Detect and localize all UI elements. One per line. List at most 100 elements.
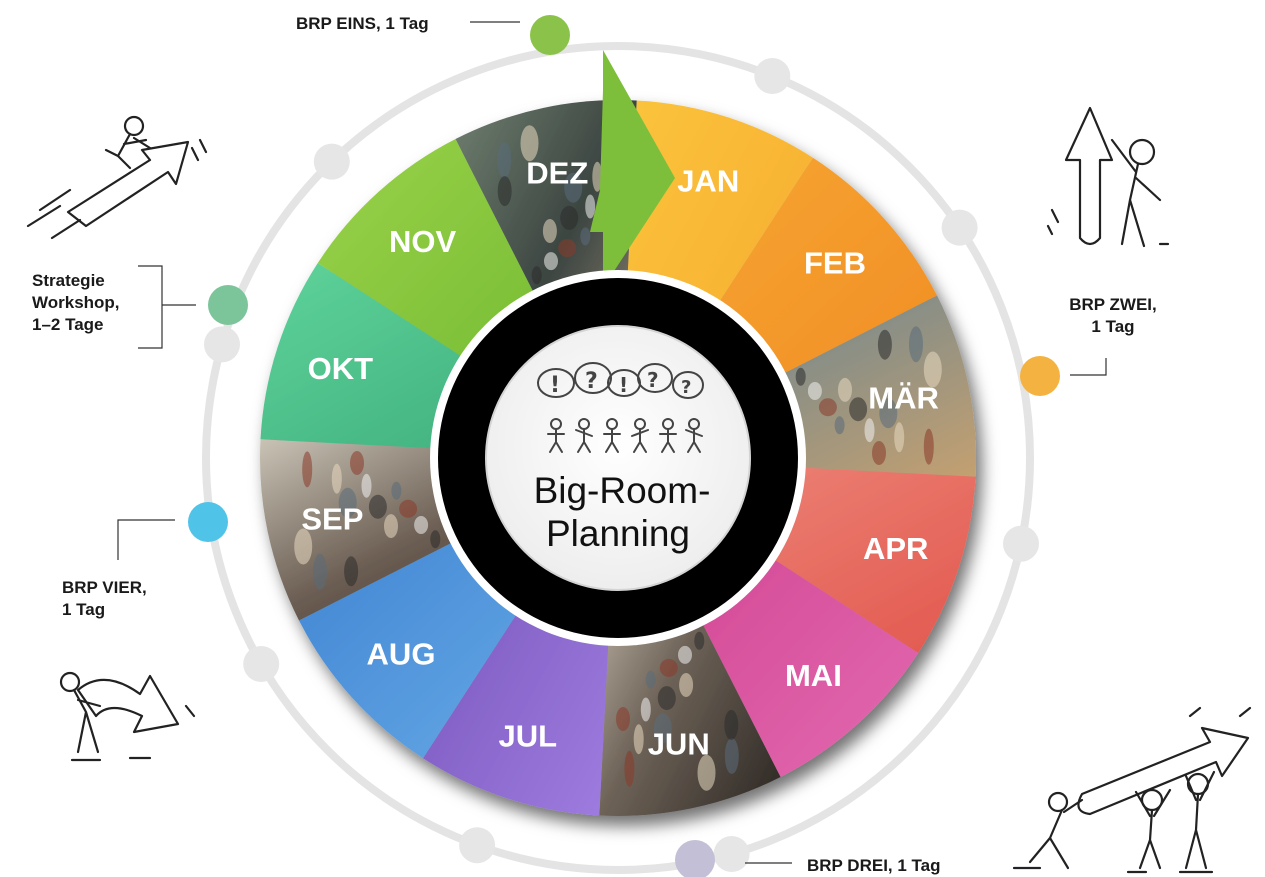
photo-figure xyxy=(368,494,387,519)
center-title-line1: Big-Room- xyxy=(534,470,711,511)
month-label-okt: OKT xyxy=(308,351,374,386)
person-holding-arrow-icon xyxy=(1046,106,1170,248)
photo-figure xyxy=(294,528,313,565)
start-arrow-icon xyxy=(590,50,675,288)
leader-line-zwei xyxy=(1070,358,1107,376)
month-label-jul: JUL xyxy=(499,719,558,754)
photo-figure xyxy=(879,398,898,429)
ring-marker xyxy=(1003,525,1039,562)
photo-figure xyxy=(564,172,583,203)
photo-figure xyxy=(894,422,905,453)
photo-figure xyxy=(657,686,676,711)
month-label-jun: JUN xyxy=(648,727,710,762)
center-title-line2: Planning xyxy=(546,513,690,554)
ring-marker xyxy=(754,58,791,94)
photo-figure xyxy=(580,227,591,246)
photo-figure xyxy=(834,416,845,435)
ring-marker xyxy=(941,209,978,246)
photo-figure xyxy=(697,754,716,791)
event-label-zwei: BRP ZWEI,1 Tag xyxy=(1069,295,1157,336)
photo-figure xyxy=(391,481,402,500)
event-dot-eins xyxy=(530,15,570,55)
month-label-aug: AUG xyxy=(367,636,436,671)
photo-figure xyxy=(679,673,694,697)
event-label-vier: BRP VIER,1 Tag xyxy=(62,578,147,619)
svg-text:?: ? xyxy=(681,377,691,398)
photo-figure xyxy=(414,516,429,534)
event-dot-drei xyxy=(675,840,715,877)
photo-figure xyxy=(724,709,739,740)
leader-bracket-strategie xyxy=(138,265,163,349)
month-label-dez: DEZ xyxy=(526,155,588,190)
event-label-eins: BRP EINS, 1 Tag xyxy=(296,14,429,33)
month-labels: JAN FEB MÄR APR MAI JUN JUL AUG SEP OKT NOV DEZ xyxy=(301,155,939,761)
photo-figure xyxy=(872,441,886,465)
event-dot-vier xyxy=(188,502,228,542)
photo-figure xyxy=(344,556,359,587)
photo-figure xyxy=(302,451,313,488)
photo-figure xyxy=(818,398,837,417)
ring-marker xyxy=(713,836,750,872)
photo-figure xyxy=(338,487,357,518)
month-label-sep: SEP xyxy=(301,502,363,537)
month-label-feb: FEB xyxy=(804,246,866,281)
photo-figure xyxy=(531,266,542,285)
outer-ring xyxy=(202,42,1034,874)
ring-marker xyxy=(243,646,280,682)
photo-figure xyxy=(795,367,806,386)
photo-figure xyxy=(430,530,441,549)
svg-text:!: ! xyxy=(550,373,560,398)
photo-figure xyxy=(361,473,372,498)
photo-figure xyxy=(659,658,678,677)
photo-figure xyxy=(838,377,852,402)
photo-figure xyxy=(313,553,327,590)
person-pushing-arrow-icon xyxy=(59,671,196,762)
photo-textures xyxy=(294,125,942,791)
month-label-nov: NOV xyxy=(389,224,457,259)
photo-figure xyxy=(640,697,651,722)
month-label-mai: MAI xyxy=(785,658,842,693)
photo-figure xyxy=(592,161,603,192)
photo-figure xyxy=(864,418,875,443)
event-label-drei: BRP DREI, 1 Tag xyxy=(807,856,941,875)
month-label-jan: JAN xyxy=(677,163,739,198)
photo-figure xyxy=(807,382,822,400)
photo-figure xyxy=(633,724,644,755)
photo-figure xyxy=(542,219,557,243)
svg-text:?: ? xyxy=(585,369,598,394)
photo-figure xyxy=(497,142,512,178)
photo-figure xyxy=(585,194,596,219)
photo-figure xyxy=(616,707,630,731)
photo-figure xyxy=(724,738,739,774)
photo-figure xyxy=(558,239,577,258)
event-dot-zwei xyxy=(1020,356,1060,396)
ring-marker xyxy=(459,827,496,864)
leader-line-vier xyxy=(117,519,175,560)
ring-marker xyxy=(204,326,240,363)
photo-figure xyxy=(544,252,558,271)
month-label-apr: APR xyxy=(863,531,928,566)
photo-figure xyxy=(678,645,692,664)
svg-text:?: ? xyxy=(647,368,659,392)
photo-figure xyxy=(497,176,512,207)
people-speech-bubbles-icon: ! ? ! ? ? xyxy=(537,362,704,453)
ring-marker xyxy=(313,143,350,180)
svg-text:!: ! xyxy=(619,373,628,397)
center-disc xyxy=(485,325,751,591)
month-label-mär: MÄR xyxy=(868,380,939,415)
photo-figure xyxy=(653,713,672,744)
photo-figure xyxy=(923,351,942,388)
photo-figure xyxy=(331,463,342,494)
event-dot-strategie xyxy=(208,285,248,325)
ring-markers xyxy=(204,58,1039,872)
photo-figure xyxy=(520,125,539,162)
photo-figure xyxy=(923,428,934,465)
photo-figure xyxy=(694,631,705,650)
people-carrying-arrow-icon xyxy=(1012,706,1252,874)
photo-figure xyxy=(909,326,923,363)
photo-figure xyxy=(399,499,418,518)
photo-figure xyxy=(877,329,892,360)
photo-figure xyxy=(645,670,656,689)
